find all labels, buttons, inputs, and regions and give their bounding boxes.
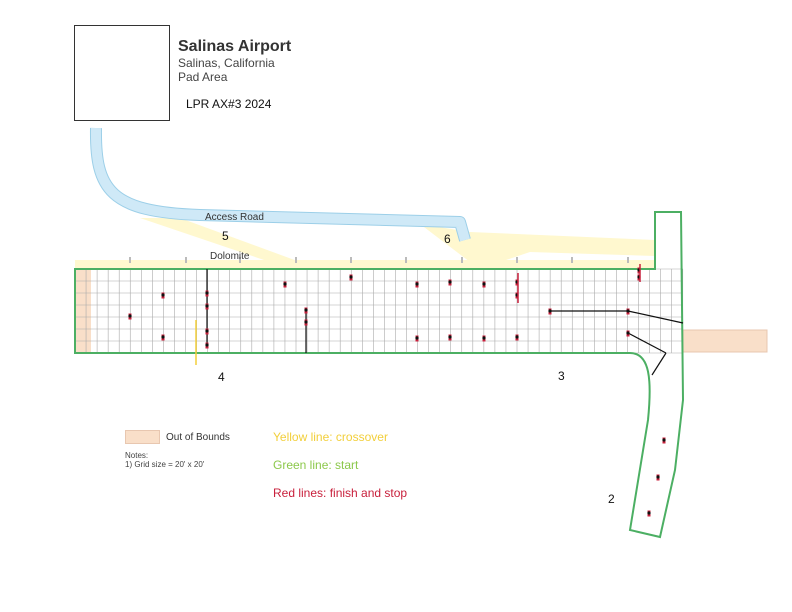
cone-marker (626, 331, 630, 335)
tick-mark (405, 257, 407, 263)
legend-yellow: Yellow line: crossover (273, 430, 388, 444)
cone-marker (128, 314, 132, 318)
tick-mark (295, 257, 297, 263)
legend-red: Red lines: finish and stop (273, 486, 408, 500)
cone-marker (349, 275, 353, 279)
event-name: LPR AX#3 2024 (186, 97, 272, 111)
tick-mark (350, 257, 352, 263)
note-grid-size: 1) Grid size = 20' x 20' (125, 460, 205, 469)
tick-mark (185, 257, 187, 263)
tick-mark (461, 257, 463, 263)
cone-marker (647, 511, 651, 515)
notes-heading: Notes: (125, 451, 149, 460)
crossover-areas (75, 218, 655, 269)
tick-mark (239, 257, 241, 263)
cone-marker (161, 293, 165, 297)
cone-marker (448, 280, 452, 284)
cone-marker (548, 309, 552, 313)
logo-placeholder (74, 25, 170, 121)
cone-marker (415, 282, 419, 286)
tick-marks (129, 257, 629, 263)
cone-marker (205, 304, 209, 308)
out-of-bounds-left (75, 269, 91, 353)
surface-label: Dolomite (210, 251, 250, 262)
cone-marker (415, 336, 419, 340)
cone-marker (626, 309, 630, 313)
out-of-bounds-swatch (125, 430, 160, 444)
course-lines (206, 269, 684, 376)
cone-marker (304, 308, 308, 312)
tick-mark (627, 257, 629, 263)
cone-marker (205, 291, 209, 295)
cone-marker (656, 475, 660, 479)
sequence-6: 6 (444, 232, 451, 246)
tick-mark (571, 257, 573, 263)
cone-marker (515, 335, 519, 339)
sequence-5: 5 (222, 229, 229, 243)
tick-mark (516, 257, 518, 263)
area: Pad Area (178, 70, 228, 84)
cone-marker (662, 438, 666, 442)
course-boundary (74, 211, 685, 539)
out-of-bounds-right (682, 329, 768, 353)
sequence-2: 2 (608, 492, 615, 506)
sequence-3: 3 (558, 369, 565, 383)
location: Salinas, California (178, 56, 275, 70)
cones (128, 264, 666, 517)
course-line (651, 352, 667, 376)
legend-green: Green line: start (273, 458, 359, 472)
course-line (627, 332, 667, 354)
cone-marker (205, 343, 209, 347)
road-label: Access Road (205, 212, 264, 223)
cone-marker (205, 329, 209, 333)
tick-mark (129, 257, 131, 263)
cone-marker (161, 335, 165, 339)
cone-marker (304, 320, 308, 324)
course-line (627, 310, 684, 324)
sequence-4: 4 (218, 370, 225, 384)
cone-marker (482, 336, 486, 340)
page-title: Salinas Airport (178, 38, 292, 55)
cone-marker (448, 335, 452, 339)
cone-marker (482, 282, 486, 286)
cone-marker (283, 282, 287, 286)
out-of-bounds-label: Out of Bounds (166, 432, 230, 443)
